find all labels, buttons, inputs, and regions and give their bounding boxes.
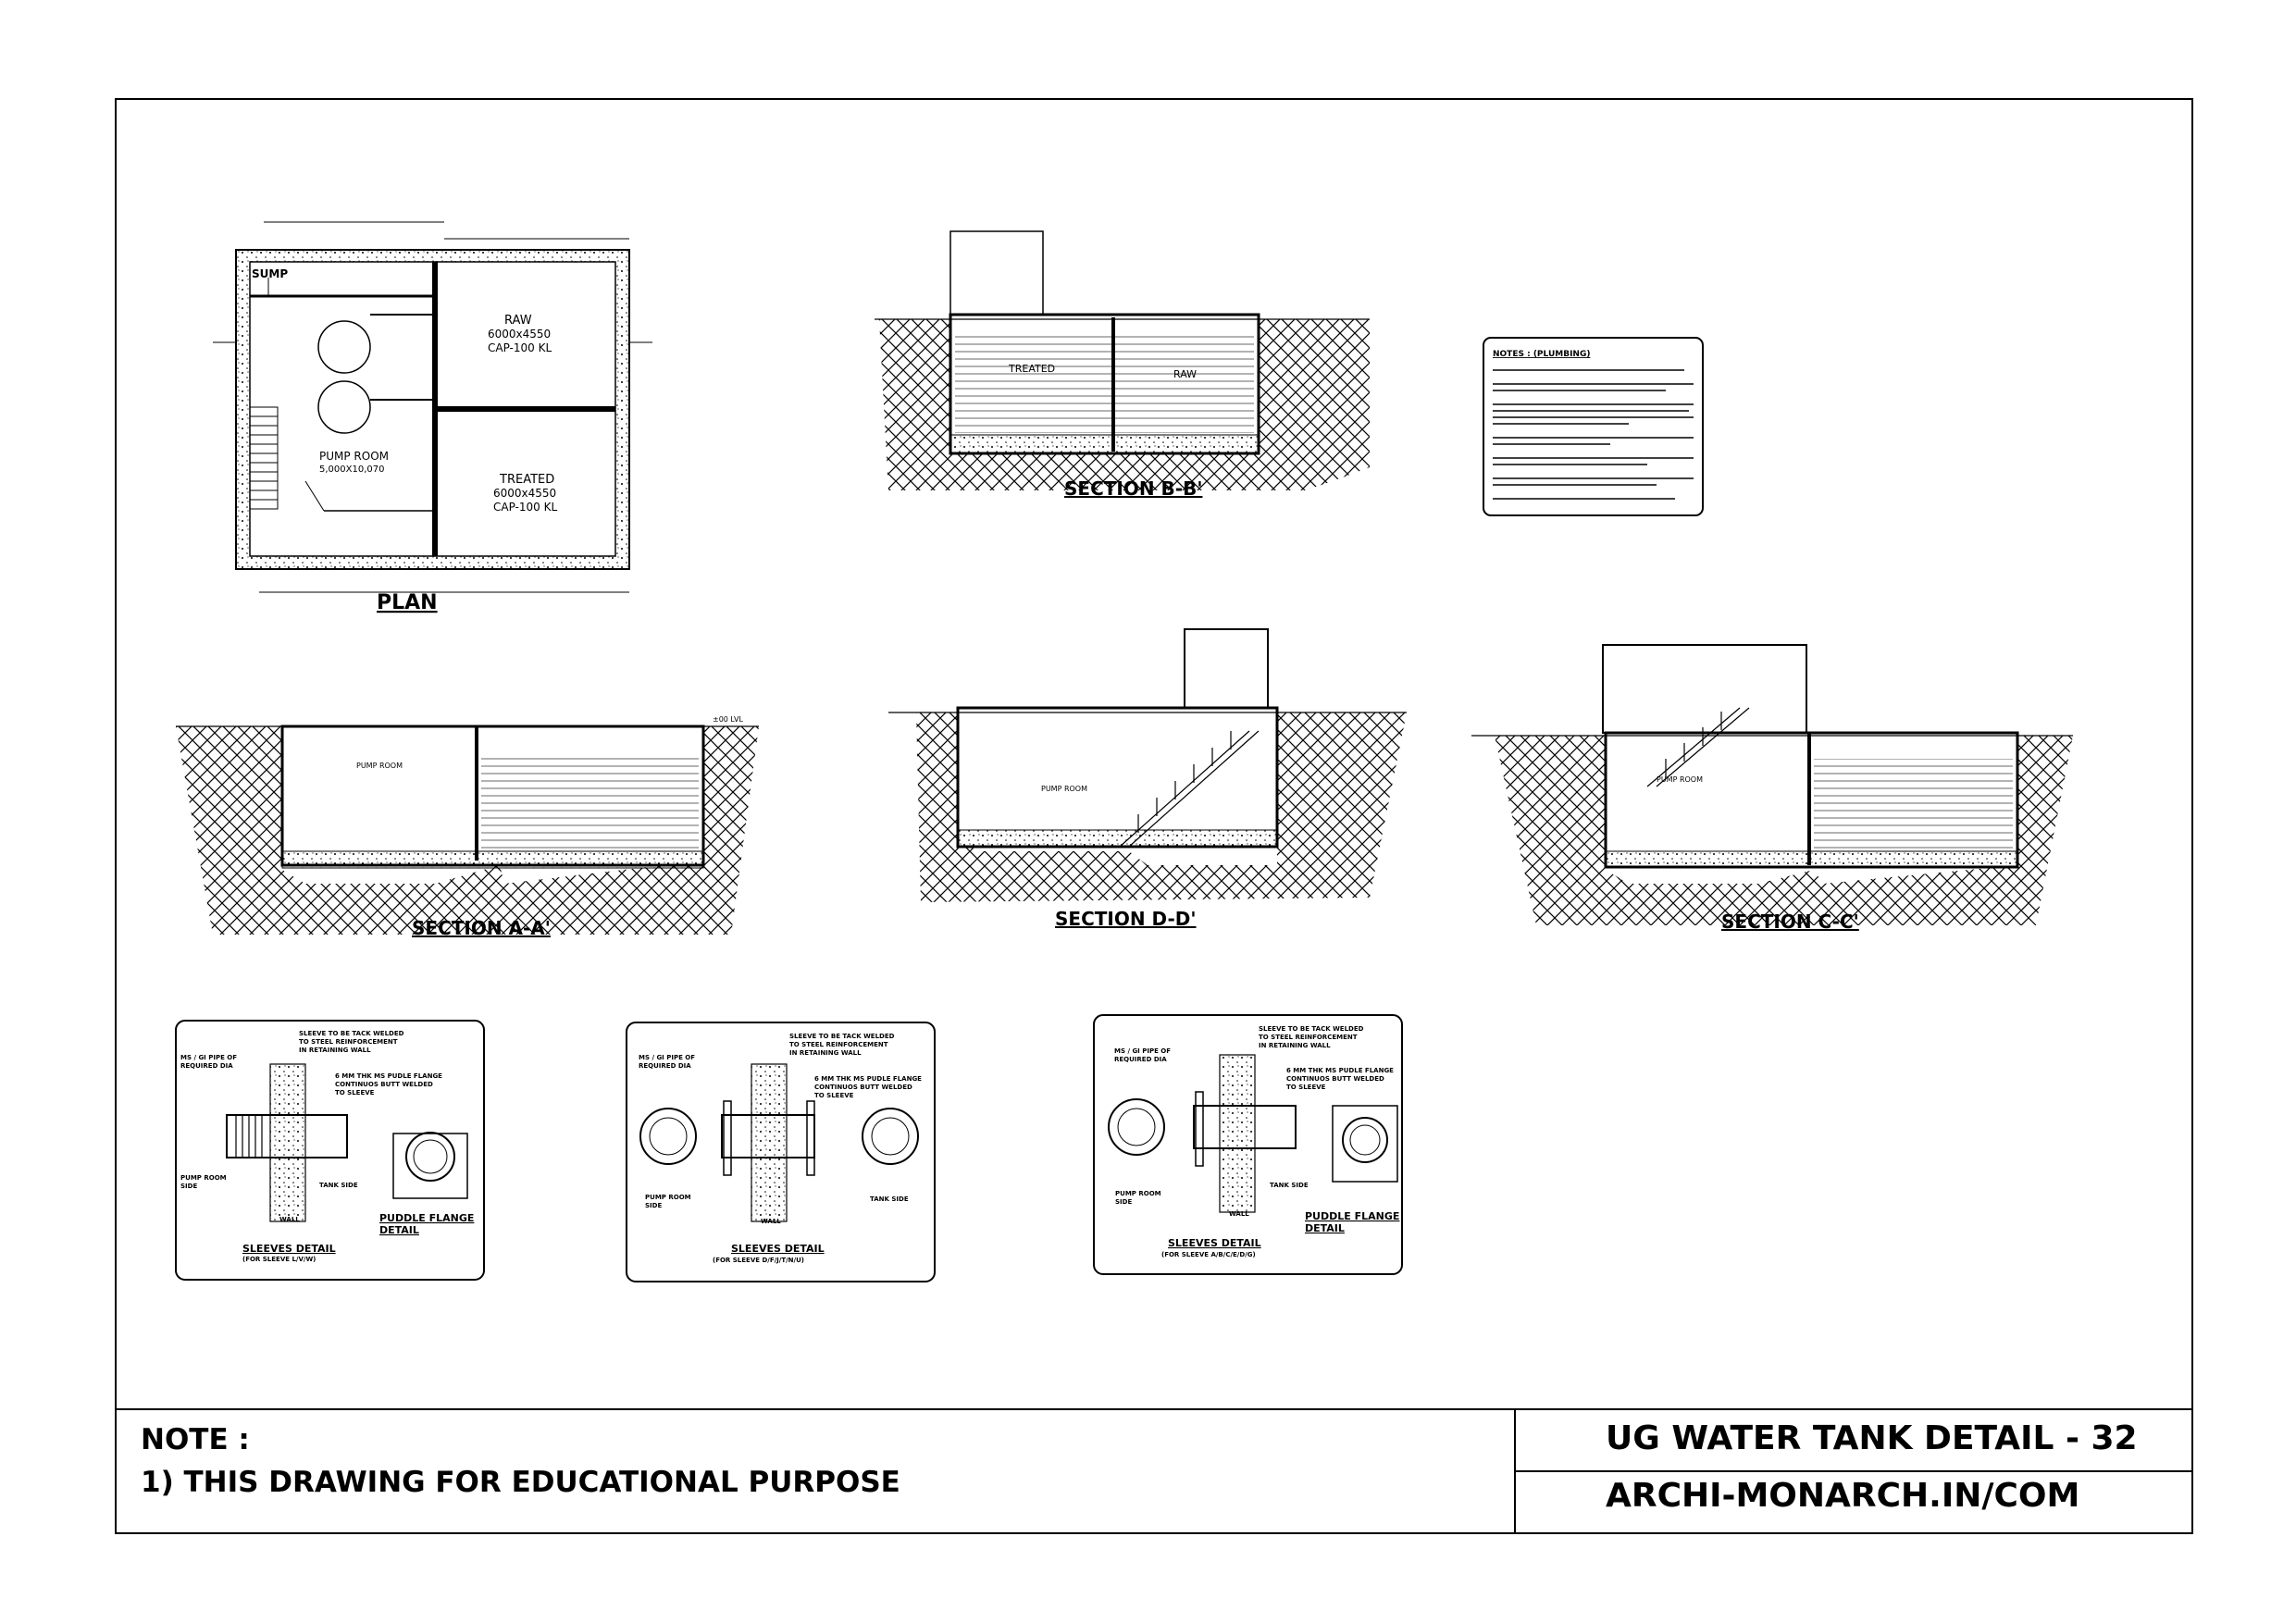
- section-dd-title: SECTION D-D': [1055, 908, 1197, 930]
- plan-label-pump-room-size: 5,000X10,070: [319, 465, 384, 475]
- sleeve-1-wall: WALL: [279, 1216, 300, 1223]
- section-bb-label-raw: RAW: [1173, 368, 1197, 380]
- section-dd: PUMP ROOM SECTION D-D': [888, 628, 1407, 930]
- sleeve-3-sleeve-label-3: IN RETAINING WALL: [1259, 1042, 1331, 1049]
- sleeve-3-pump-side-2: SIDE: [1115, 1198, 1132, 1206]
- sleeve-1-pump-side-1: PUMP ROOM: [180, 1174, 227, 1182]
- plan-label-treated: TREATED: [499, 473, 554, 487]
- sleeve-2-pump-side-1: PUMP ROOM: [645, 1194, 691, 1201]
- sleeve-2-pipe-label-2: REQUIRED DIA: [639, 1062, 691, 1070]
- sleeve-2-pipe-label-1: MS / GI PIPE OF: [639, 1054, 695, 1061]
- section-bb-title: SECTION B-B': [1064, 477, 1202, 500]
- drawing-title: UG WATER TANK DETAIL - 32: [1606, 1419, 2138, 1457]
- sleeve-2-flange-label-2: CONTINUOS BUTT WELDED: [814, 1084, 912, 1091]
- sleeve-1-flange-label-2: CONTINUOS BUTT WELDED: [335, 1081, 433, 1088]
- sheet-border: [115, 98, 2193, 1534]
- sleeve-2-tank-side: TANK SIDE: [870, 1196, 909, 1203]
- sleeve-1-tank-side: TANK SIDE: [319, 1182, 358, 1189]
- sleeve-detail-3: MS / GI PIPE OF REQUIRED DIA SLEEVE TO B…: [1093, 1014, 1403, 1275]
- sleeve-3-sleeve-label-1: SLEEVE TO BE TACK WELDED: [1259, 1025, 1364, 1033]
- sleeve-1-sleeve-label-1: SLEEVE TO BE TACK WELDED: [299, 1030, 404, 1037]
- sleeve-3-flange-label-3: TO SLEEVE: [1286, 1084, 1326, 1091]
- note-heading: NOTE :: [141, 1423, 250, 1456]
- sleeve-3-wall: WALL: [1229, 1210, 1249, 1218]
- plan-title: PLAN: [377, 591, 438, 614]
- sleeve-1-title: SLEEVES DETAIL: [242, 1243, 336, 1255]
- sleeve-3-title: SLEEVES DETAIL: [1168, 1237, 1261, 1249]
- sleeve-2-subtitle: (FOR SLEEVE D/F/J/T/N/U): [713, 1257, 804, 1264]
- sleeve-detail-1: MS / GI PIPE OF REQUIRED DIA SLEEVE TO B…: [175, 1020, 485, 1281]
- sleeve-1-flange-label-1: 6 MM THK MS PUDLE FLANGE: [335, 1072, 442, 1080]
- sleeve-2-sleeve-label-3: IN RETAINING WALL: [789, 1049, 862, 1057]
- sleeve-3-flange-label-1: 6 MM THK MS PUDLE FLANGE: [1286, 1067, 1394, 1074]
- section-cc: PUMP ROOM SECTION C-C': [1471, 644, 2073, 933]
- sleeve-1-pipe-label-1: MS / GI PIPE OF: [180, 1054, 237, 1061]
- plan-label-pump-room: PUMP ROOM: [319, 450, 389, 463]
- sleeve-2-sleeve-label-1: SLEEVE TO BE TACK WELDED: [789, 1033, 895, 1040]
- sleeve-1-puddle-1: PUDDLE FLANGE: [379, 1212, 474, 1224]
- section-cc-label-pump-room: PUMP ROOM: [1657, 775, 1703, 784]
- plan-view: SUMP RAW 6000x4550 CAP-100 KL TREATED 60…: [213, 221, 652, 614]
- sleeve-1-sleeve-label-2: TO STEEL REINFORCEMENT: [299, 1038, 398, 1046]
- sleeve-3-pipe-label-2: REQUIRED DIA: [1114, 1056, 1167, 1063]
- sleeve-detail-2: MS / GI PIPE OF REQUIRED DIA SLEEVE TO B…: [626, 1022, 936, 1282]
- sleeve-2-sleeve-label-2: TO STEEL REINFORCEMENT: [789, 1041, 888, 1048]
- sleeve-3-tank-side: TANK SIDE: [1270, 1182, 1309, 1189]
- sleeve-1-flange-label-3: TO SLEEVE: [335, 1089, 375, 1096]
- website-label: ARCHI-MONARCH.IN/COM: [1606, 1477, 2080, 1515]
- sleeve-2-flange-label-1: 6 MM THK MS PUDLE FLANGE: [814, 1075, 922, 1083]
- plan-label-raw: RAW: [504, 314, 532, 328]
- section-dd-label-pump-room: PUMP ROOM: [1041, 785, 1087, 793]
- section-bb-label-treated: TREATED: [1008, 363, 1055, 375]
- sleeve-3-puddle-1: PUDDLE FLANGE: [1305, 1210, 1399, 1222]
- sleeve-1-sleeve-label-3: IN RETAINING WALL: [299, 1047, 371, 1054]
- plumbing-notes-box: NOTES : (PLUMBING): [1483, 337, 1704, 516]
- note-line-1: 1) THIS DRAWING FOR EDUCATIONAL PURPOSE: [141, 1466, 900, 1499]
- plan-label-raw-size: 6000x4550: [488, 328, 551, 341]
- sleeve-1-pump-side-2: SIDE: [180, 1183, 197, 1190]
- plan-label-treated-size: 6000x4550: [493, 487, 556, 500]
- plan-label-raw-cap: CAP-100 KL: [488, 341, 552, 354]
- section-bb: TREATED RAW SECTION B-B': [875, 230, 1370, 500]
- section-aa: PUMP ROOM ±00 LVL SECTION A-A': [176, 715, 759, 939]
- plan-label-treated-cap: CAP-100 KL: [493, 501, 557, 514]
- section-aa-title: SECTION A-A': [412, 917, 551, 939]
- sleeve-2-flange-label-3: TO SLEEVE: [814, 1092, 854, 1099]
- sleeve-3-puddle-2: DETAIL: [1305, 1222, 1345, 1234]
- sleeve-3-pump-side-1: PUMP ROOM: [1115, 1190, 1161, 1197]
- section-cc-title: SECTION C-C': [1721, 911, 1859, 933]
- sleeve-2-pump-side-2: SIDE: [645, 1202, 662, 1209]
- sleeve-3-subtitle: (FOR SLEEVE A/B/C/E/D/G): [1161, 1251, 1256, 1258]
- section-aa-label-gl: ±00 LVL: [713, 715, 743, 724]
- plumbing-notes-title: NOTES : (PLUMBING): [1493, 350, 1590, 359]
- sleeve-1-puddle-2: DETAIL: [379, 1224, 419, 1236]
- section-aa-label-pump-room: PUMP ROOM: [356, 762, 403, 770]
- sleeve-1-pipe-label-2: REQUIRED DIA: [180, 1062, 233, 1070]
- sleeve-2-title: SLEEVES DETAIL: [731, 1243, 825, 1255]
- plan-label-sump: SUMP: [252, 267, 288, 280]
- sleeve-1-subtitle: (FOR SLEEVE L/V/W): [242, 1256, 316, 1263]
- sleeve-3-pipe-label-1: MS / GI PIPE OF: [1114, 1047, 1171, 1055]
- sleeve-3-flange-label-2: CONTINUOS BUTT WELDED: [1286, 1075, 1384, 1083]
- sleeve-3-sleeve-label-2: TO STEEL REINFORCEMENT: [1259, 1034, 1358, 1041]
- sleeve-2-wall: WALL: [761, 1218, 781, 1225]
